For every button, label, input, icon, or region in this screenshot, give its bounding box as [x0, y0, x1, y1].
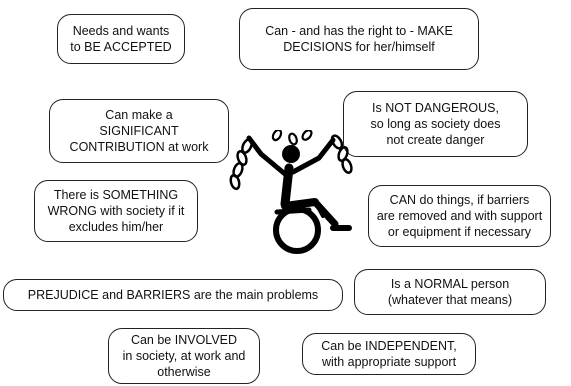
- box-can-do-things: CAN do things, if barriers are removed a…: [368, 185, 551, 247]
- box-can-be-involved: Can be INVOLVED in society, at work and …: [108, 328, 260, 384]
- wheelchair-user-breaking-chains-icon: [229, 130, 353, 254]
- box-normal-person: Is a NORMAL person (whatever that means): [354, 269, 546, 315]
- box-something-wrong-with-society: There is SOMETHING WRONG with society if…: [34, 180, 198, 242]
- box-not-dangerous: Is NOT DANGEROUS, so long as society doe…: [343, 91, 528, 157]
- box-make-decisions: Can - and has the right to - MAKE DECISI…: [239, 8, 479, 70]
- box-can-be-independent: Can be INDEPENDENT, with appropriate sup…: [302, 333, 476, 375]
- box-significant-contribution: Can make a SIGNIFICANT CONTRIBUTION at w…: [49, 99, 229, 163]
- box-prejudice-and-barriers: PREJUDICE and BARRIERS are the main prob…: [3, 279, 343, 311]
- box-be-accepted: Needs and wants to BE ACCEPTED: [57, 14, 185, 64]
